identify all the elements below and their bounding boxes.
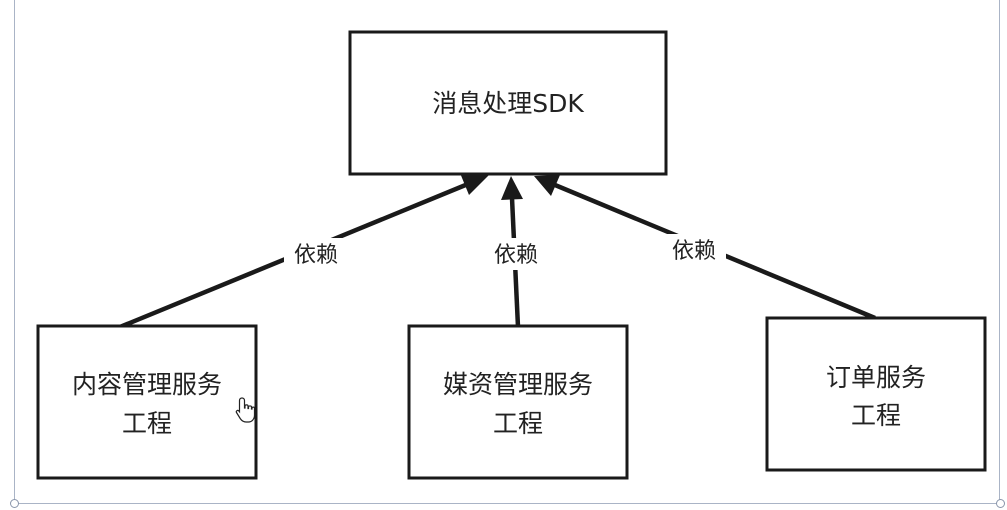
- node-label-line2: 工程: [122, 409, 172, 438]
- edge-label: 依赖: [294, 243, 338, 268]
- node-order-service[interactable]: 订单服务 工程: [765, 316, 987, 472]
- edge-label: 依赖: [672, 239, 716, 264]
- edge-media-to-sdk[interactable]: 依赖: [484, 176, 548, 328]
- edge-order-to-sdk[interactable]: 依赖: [534, 175, 876, 321]
- node-content-management[interactable]: 内容管理服务 工程: [36, 324, 258, 480]
- node-label-line2: 工程: [493, 409, 543, 438]
- node-label-line2: 工程: [851, 401, 901, 430]
- edge-content-to-sdk[interactable]: 依赖: [119, 173, 489, 330]
- node-label-line1: 媒资管理服务: [443, 370, 593, 399]
- node-label-line1: 订单服务: [826, 363, 926, 392]
- node-label-line1: 内容管理服务: [72, 370, 222, 399]
- node-media-management[interactable]: 媒资管理服务 工程: [407, 324, 629, 480]
- node-label: 消息处理SDK: [432, 89, 584, 118]
- node-message-sdk[interactable]: 消息处理SDK: [348, 30, 668, 176]
- canvas-frame: [14, 0, 1000, 504]
- resize-handle-bottom-left[interactable]: [10, 499, 19, 508]
- edge-label: 依赖: [494, 243, 538, 268]
- resize-handle-bottom-right[interactable]: [996, 499, 1005, 508]
- hand-cursor-icon: [235, 397, 256, 423]
